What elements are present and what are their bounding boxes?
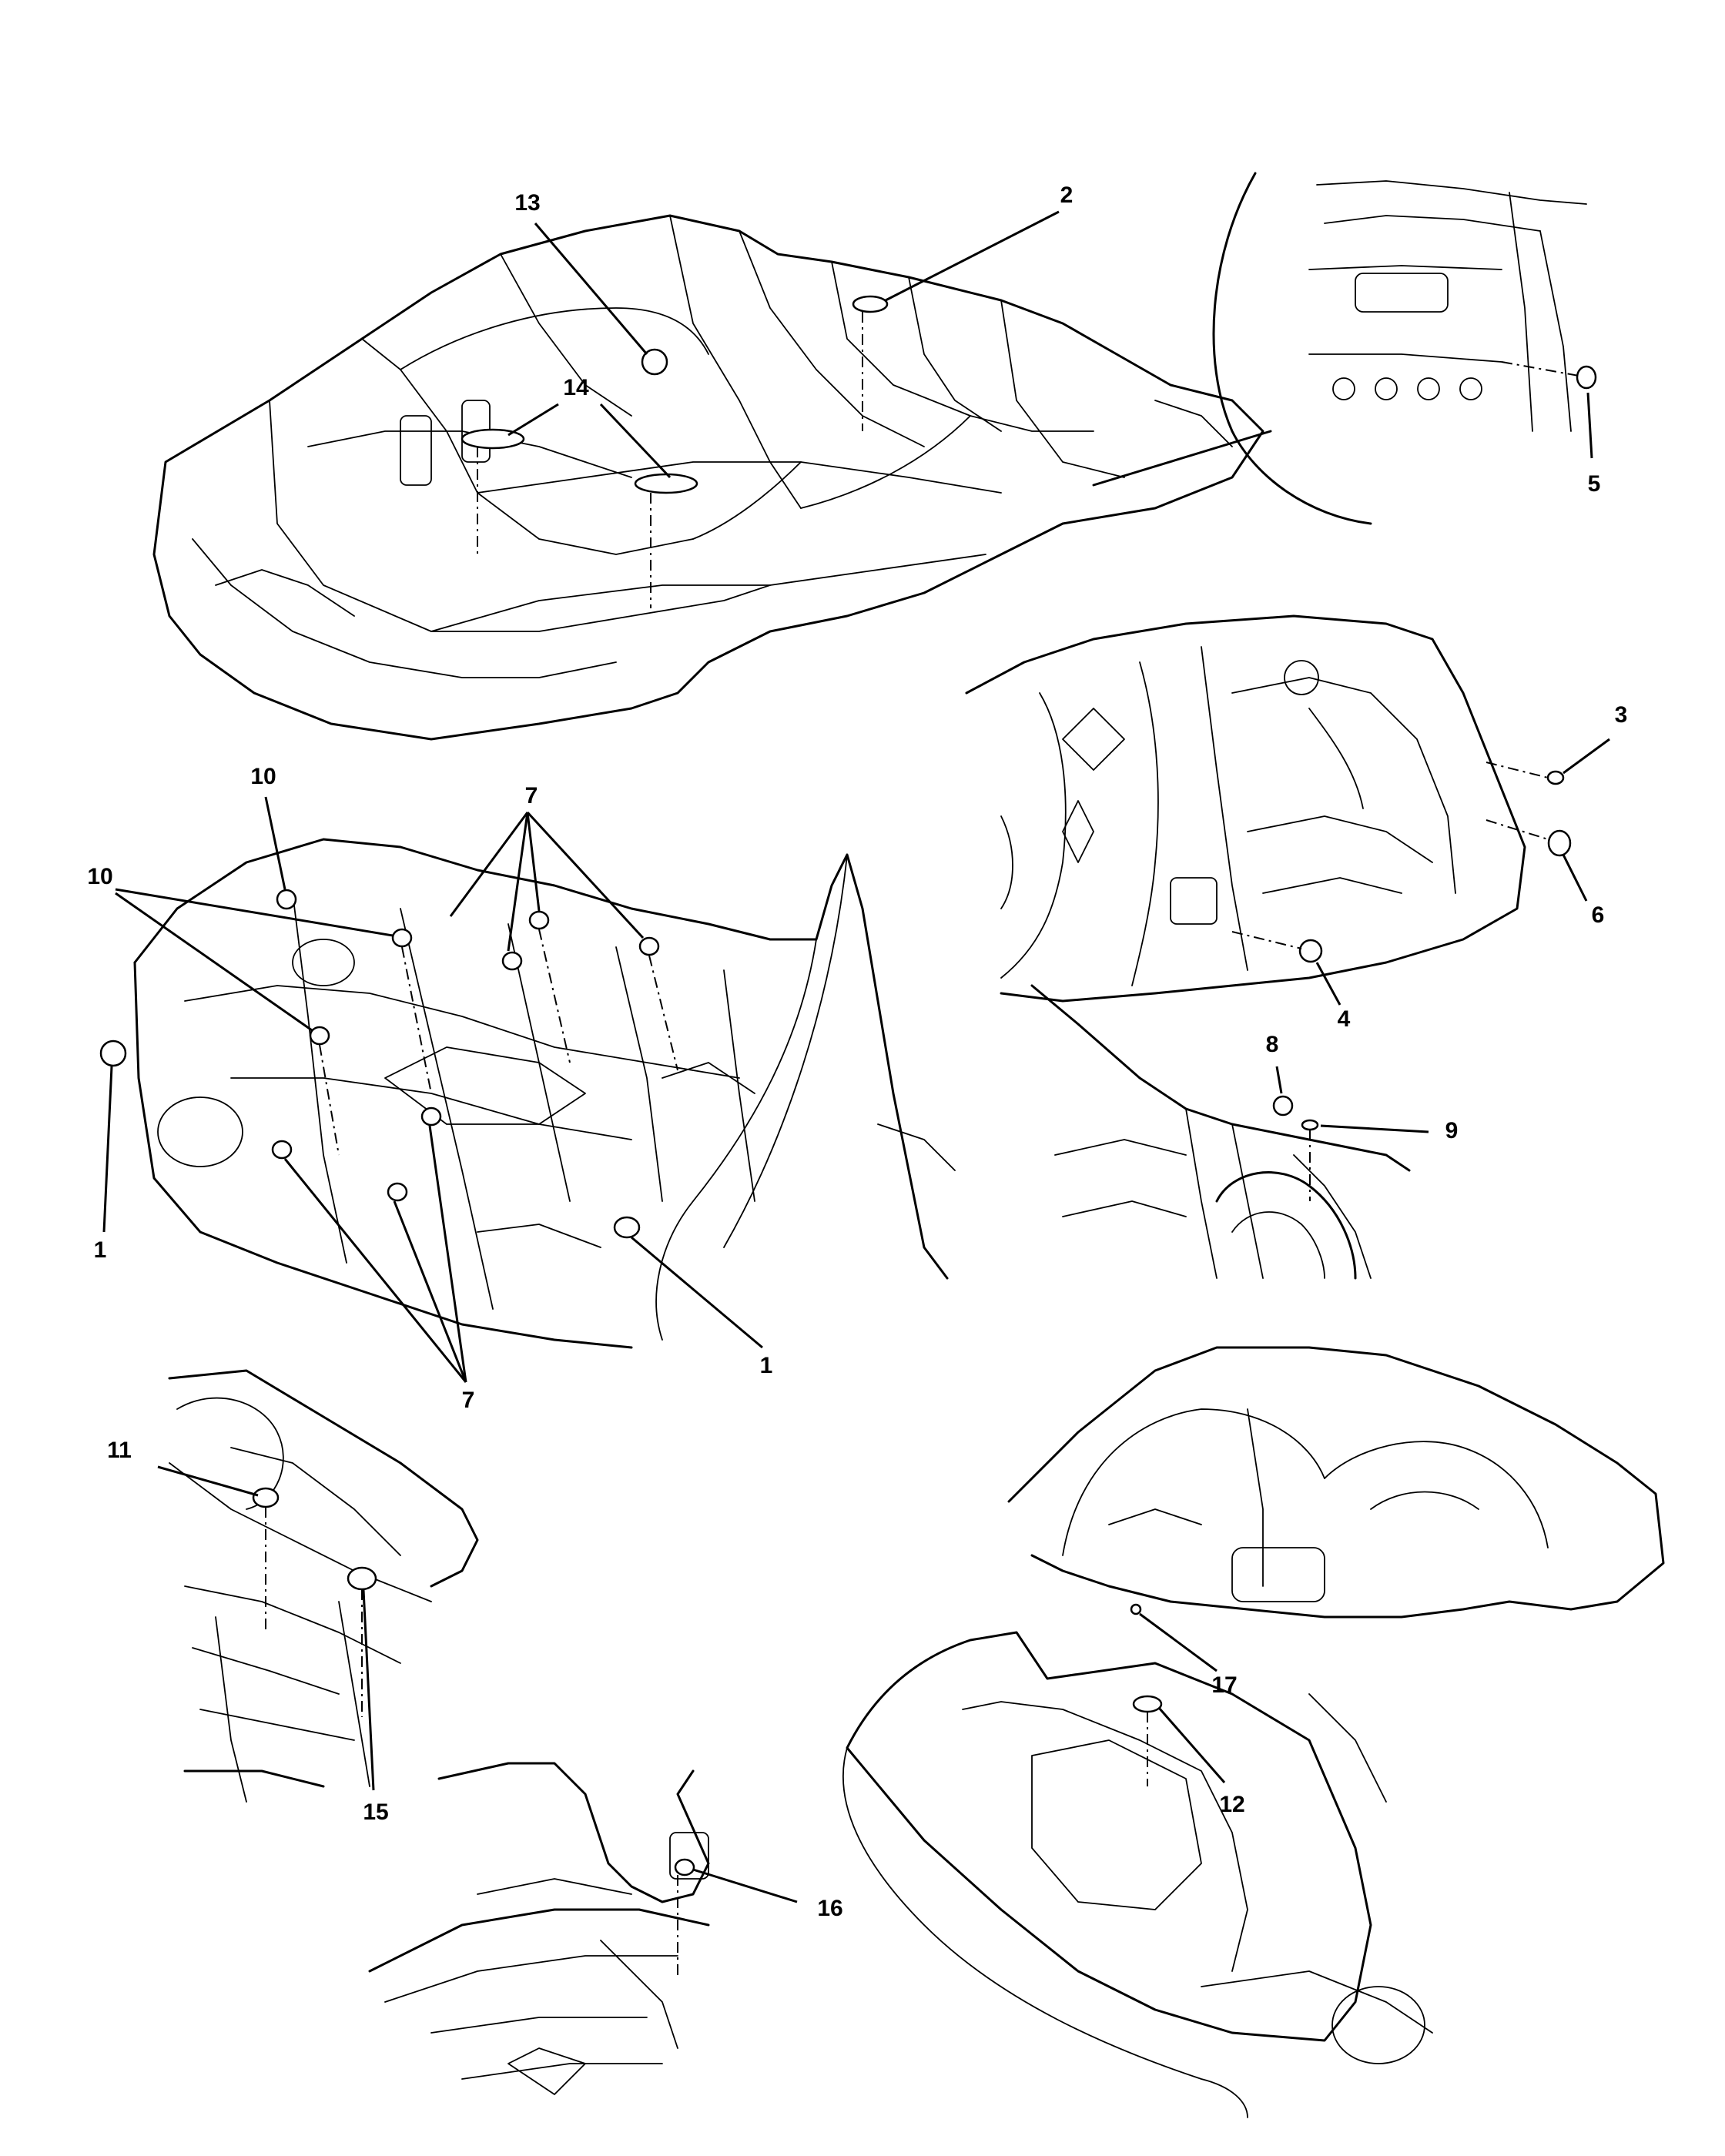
callout-4: 4	[1338, 1006, 1351, 1032]
callout-12: 12	[1219, 1792, 1244, 1817]
plug-2	[852, 295, 889, 313]
callout-16: 16	[817, 1896, 842, 1921]
callout-6: 6	[1592, 902, 1605, 928]
plug-15	[347, 1566, 377, 1591]
plug-10-a	[391, 928, 413, 948]
plug-12	[1132, 1695, 1163, 1713]
plug-7-c	[638, 936, 660, 956]
callout-9: 9	[1445, 1118, 1459, 1143]
callout-10-top: 10	[250, 764, 276, 789]
callout-7-bottom: 7	[462, 1388, 475, 1413]
plug-7-f	[420, 1106, 442, 1127]
quarter-panel-view	[1030, 984, 1411, 1280]
plug-7-e	[387, 1182, 408, 1202]
callout-1-left: 1	[94, 1237, 107, 1263]
callout-10-left: 10	[87, 864, 112, 889]
callout-17: 17	[1211, 1672, 1237, 1698]
callout-labels: 13 2 14 5 3 6 4 8 9 10 10 7 1 1 7 11 12 …	[87, 182, 1627, 1921]
callout-11: 11	[107, 1438, 132, 1463]
plug-7-d	[271, 1140, 293, 1160]
rear-floor-view	[168, 1369, 479, 1803]
callout-14: 14	[563, 375, 589, 400]
plug-10-b	[309, 1026, 330, 1046]
plug-11	[252, 1487, 280, 1508]
callout-5: 5	[1588, 471, 1601, 497]
plug-5	[1576, 365, 1597, 390]
door-opening-view	[965, 614, 1572, 1003]
plug-10-top	[276, 889, 297, 910]
plug-4	[1298, 939, 1323, 963]
decklid-view	[842, 1346, 1665, 2118]
trunk-floor-view	[368, 1762, 710, 2095]
callout-2: 2	[1060, 182, 1074, 208]
plug-1-right	[613, 1216, 641, 1239]
callout-13: 13	[514, 190, 540, 216]
plug-17	[1130, 1603, 1142, 1615]
callout-8: 8	[1266, 1032, 1279, 1057]
plug-7-b	[501, 951, 523, 971]
plug-7-a	[528, 910, 550, 930]
plug-1-left	[99, 1040, 127, 1067]
plug-3	[1546, 770, 1565, 785]
cowl-inset-view	[1212, 172, 1597, 525]
plug-13	[641, 348, 668, 376]
plug-8	[1272, 1095, 1294, 1116]
plug-14b	[634, 473, 698, 494]
plug-6	[1547, 829, 1572, 857]
floor-pan-view	[99, 838, 956, 1349]
callout-7-top: 7	[525, 783, 538, 808]
callout-3: 3	[1615, 702, 1628, 728]
leader-lines	[102, 210, 1610, 1903]
inset-link-line	[1092, 430, 1272, 487]
plug-16	[674, 1858, 695, 1876]
body-shell-view	[152, 214, 1264, 741]
plug-9	[1301, 1119, 1319, 1131]
callout-1-right: 1	[760, 1353, 773, 1378]
callout-15: 15	[363, 1799, 388, 1825]
